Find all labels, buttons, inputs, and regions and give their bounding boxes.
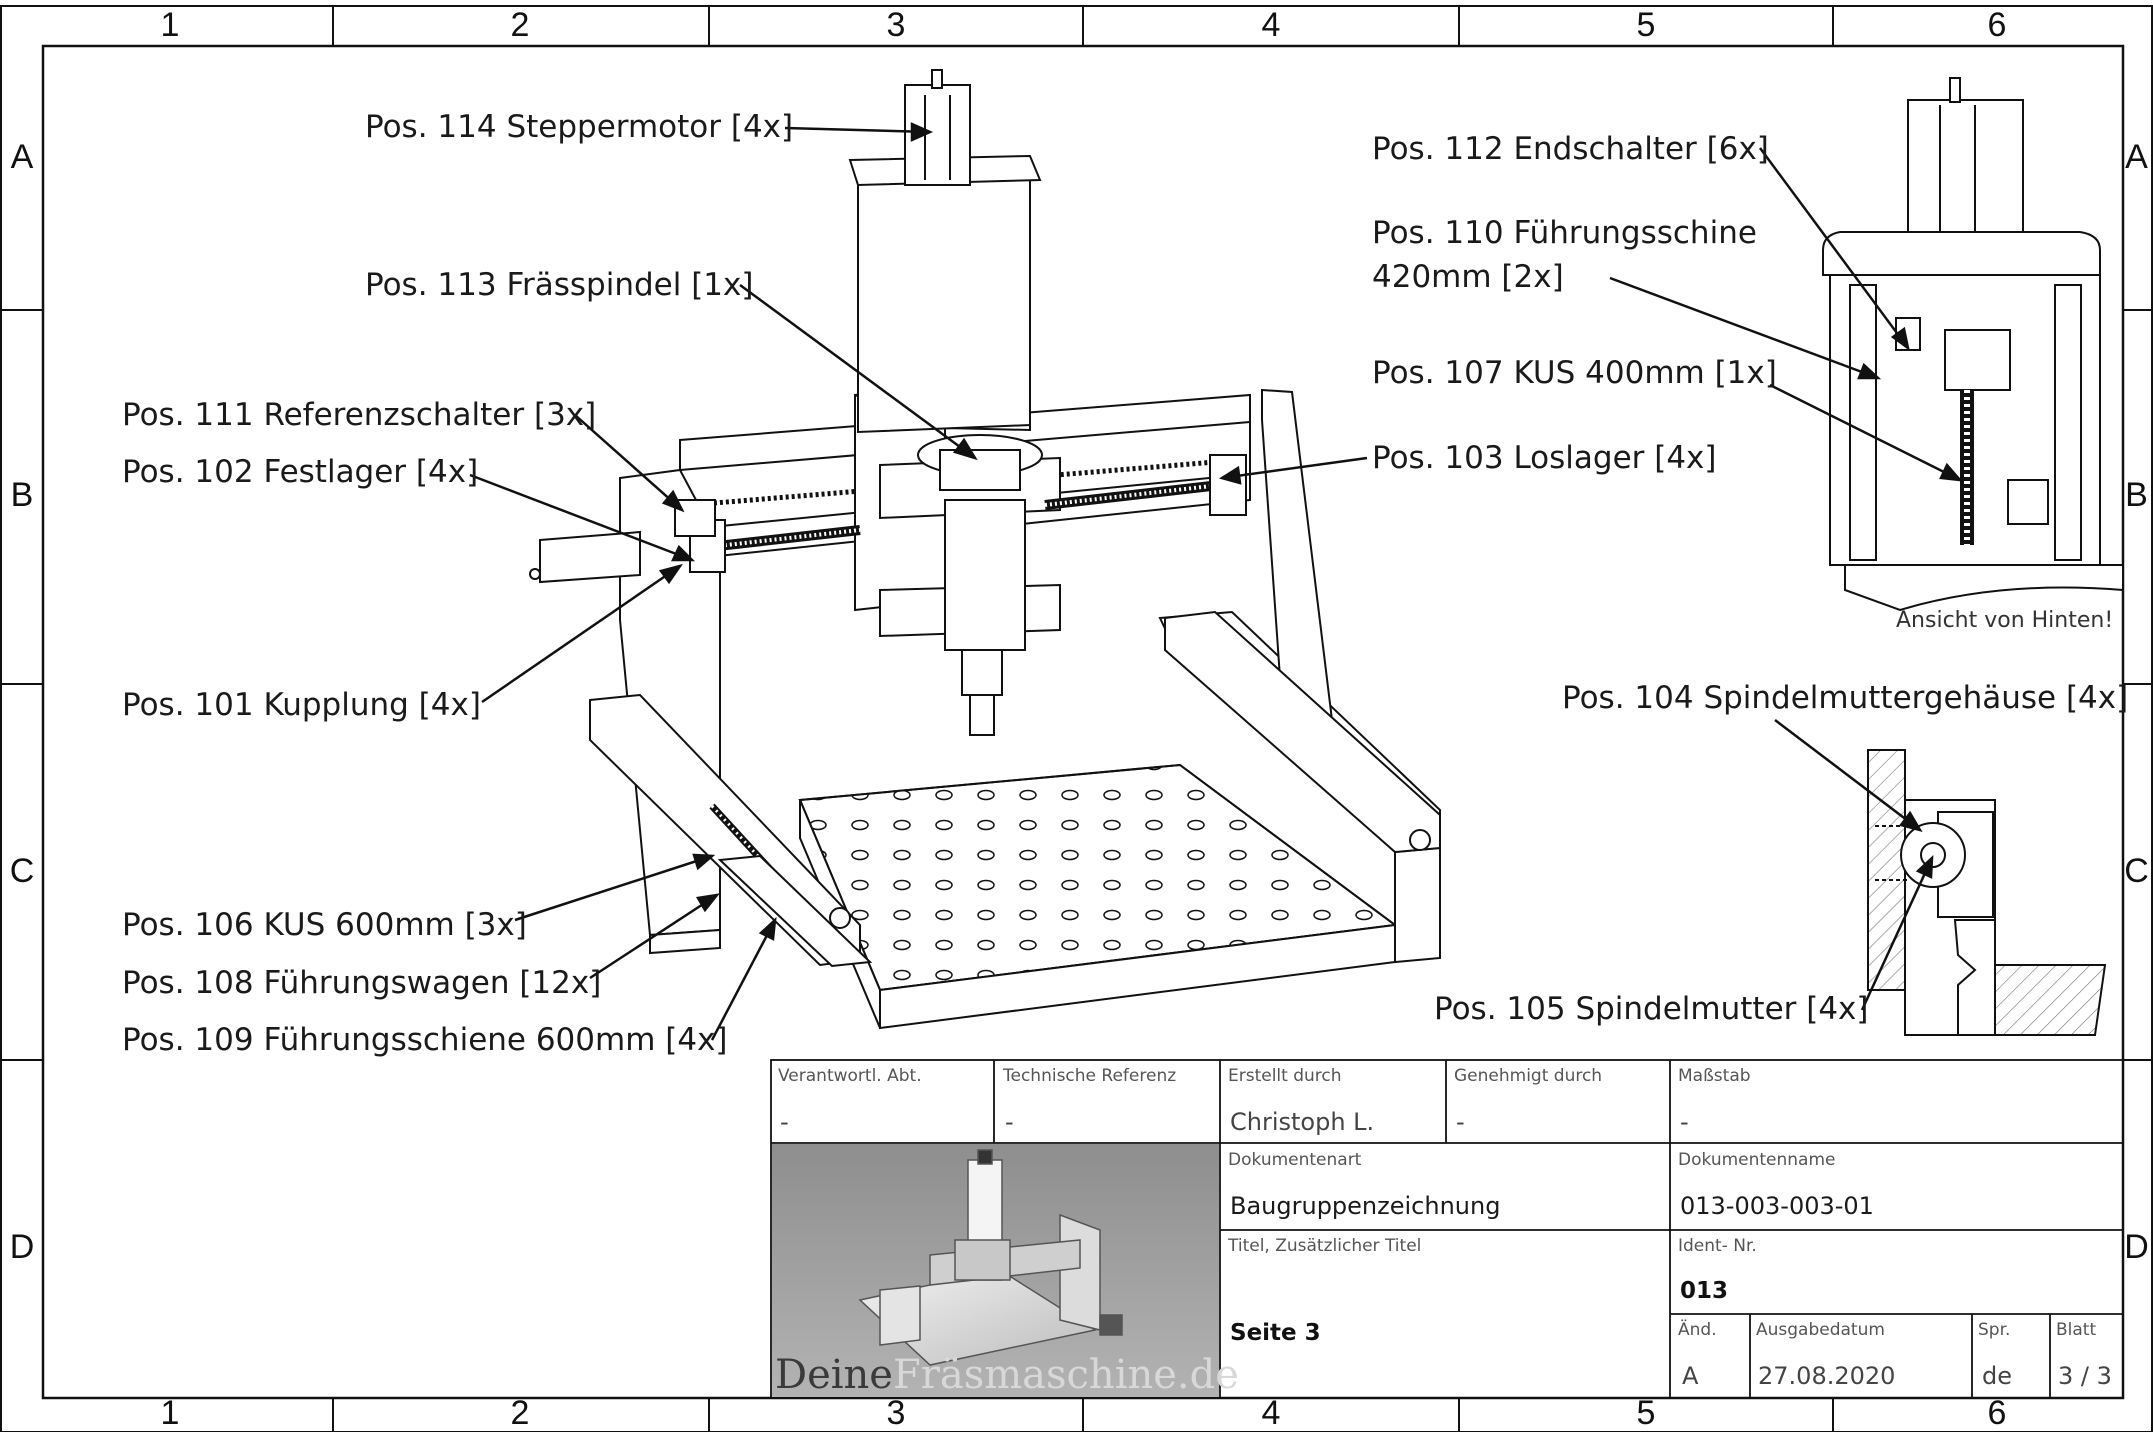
value-language: de xyxy=(1982,1362,2012,1390)
zone-column-4-top: 4 xyxy=(1261,6,1281,44)
label-document-type: Dokumentenart xyxy=(1228,1150,1362,1170)
value-revision: A xyxy=(1682,1362,1699,1390)
zone-column-6-top: 6 xyxy=(1987,6,2007,44)
zone-column-5-bottom: 5 xyxy=(1636,1394,1656,1432)
zone-column-3-top: 3 xyxy=(886,6,906,44)
callout-pos-104-spindelmuttergehaeuse: Pos. 104 Spindelmuttergehäuse [4x] xyxy=(1562,680,2129,716)
zone-column-1-bottom: 1 xyxy=(160,1394,180,1432)
watermark-part-2: Fräsmaschine.de xyxy=(892,1352,1239,1398)
zone-row-a-right: A xyxy=(2125,138,2148,176)
brand-watermark: DeineFräsmaschine.de xyxy=(775,1352,1239,1398)
callout-pos-102-festlager: Pos. 102 Festlager [4x] xyxy=(122,454,479,490)
rear-view-note: Ansicht von Hinten! xyxy=(1896,608,2114,633)
value-sheet: 3 / 3 xyxy=(2058,1362,2112,1390)
callout-leaders-rear xyxy=(1609,147,1964,482)
value-approved-by: - xyxy=(1456,1108,1465,1136)
value-ident-no: 013 xyxy=(1680,1278,1729,1304)
callout-pos-113-fraesspindel: Pos. 113 Frässpindel [1x] xyxy=(365,267,754,303)
callout-pos-109-fuehrungsschiene-600: Pos. 109 Führungsschiene 600mm [4x] xyxy=(122,1022,728,1058)
zone-row-a-left: A xyxy=(10,138,34,176)
value-responsible-dept: - xyxy=(780,1108,789,1136)
zone-row-c-left: C xyxy=(9,852,35,890)
zone-column-6-bottom: 6 xyxy=(1987,1394,2007,1432)
callout-pos-111-referenzschalter: Pos. 111 Referenzschalter [3x] xyxy=(122,397,597,433)
zone-column-3-bottom: 3 xyxy=(886,1394,906,1432)
watermark-part-1: Deine xyxy=(775,1352,893,1398)
callout-pos-114-steppermotor: Pos. 114 Steppermotor [4x] xyxy=(365,109,794,145)
render-thumbnail xyxy=(772,1144,1219,1397)
label-title: Titel, Zusätzlicher Titel xyxy=(1228,1236,1422,1256)
zone-column-4-bottom: 4 xyxy=(1261,1394,1281,1432)
label-created-by: Erstellt durch xyxy=(1228,1066,1342,1086)
zone-column-2-top: 2 xyxy=(510,6,530,44)
label-responsible-dept: Verantwortl. Abt. xyxy=(778,1066,922,1086)
zone-row-b-right: B xyxy=(2125,476,2148,514)
callout-leaders-section xyxy=(1774,719,1934,1011)
label-scale: Maßstab xyxy=(1678,1066,1751,1086)
callout-pos-106-kus-600: Pos. 106 KUS 600mm [3x] xyxy=(122,907,527,943)
label-language: Spr. xyxy=(1978,1320,2011,1340)
zone-row-d-left: D xyxy=(9,1228,35,1266)
callout-pos-112-endschalter: Pos. 112 Endschalter [6x] xyxy=(1372,131,1769,167)
value-document-name: 013-003-003-01 xyxy=(1680,1192,1874,1220)
title-block-grid xyxy=(770,1059,2124,1399)
callout-pos-101-kupplung: Pos. 101 Kupplung [4x] xyxy=(122,687,481,723)
zone-column-2-bottom: 2 xyxy=(510,1394,530,1432)
value-issue-date: 27.08.2020 xyxy=(1758,1362,1896,1390)
callout-pos-110-fuehrungsschine: Pos. 110 Führungsschine xyxy=(1372,215,1757,251)
label-sheet: Blatt xyxy=(2056,1320,2097,1340)
machine-assembly-drawing xyxy=(529,69,1441,1030)
label-ident-no: Ident- Nr. xyxy=(1678,1236,1757,1256)
value-created-by: Christoph L. xyxy=(1230,1108,1375,1136)
label-document-name: Dokumentenname xyxy=(1678,1150,1836,1170)
callout-pos-108-fuehrungswagen: Pos. 108 Führungswagen [12x] xyxy=(122,965,602,1001)
zone-row-c-right: C xyxy=(2124,852,2149,890)
rear-view-drawing xyxy=(1822,77,2124,612)
label-issue-date: Ausgabedatum xyxy=(1756,1320,1885,1340)
zone-row-b-left: B xyxy=(10,476,34,514)
callout-pos-107-kus-400: Pos. 107 KUS 400mm [1x] xyxy=(1372,355,1777,391)
callout-leaders-main xyxy=(469,122,1368,1041)
callout-pos-103-loslager: Pos. 103 Loslager [4x] xyxy=(1372,440,1717,476)
callout-pos-110-length: 420mm [2x] xyxy=(1372,259,1564,295)
value-title: Seite 3 xyxy=(1230,1320,1321,1346)
value-technical-reference: - xyxy=(1005,1108,1014,1136)
label-technical-reference: Technische Referenz xyxy=(1003,1066,1177,1086)
value-scale: - xyxy=(1680,1108,1689,1136)
label-approved-by: Genehmigt durch xyxy=(1454,1066,1603,1086)
callout-pos-105-spindelmutter: Pos. 105 Spindelmutter [4x] xyxy=(1434,991,1869,1027)
value-document-type: Baugruppenzeichnung xyxy=(1230,1192,1501,1220)
zone-column-5-top: 5 xyxy=(1636,6,1656,44)
zone-row-d-right: D xyxy=(2124,1228,2149,1266)
section-detail-drawing xyxy=(1867,749,2107,1036)
label-revision: Änd. xyxy=(1678,1320,1717,1340)
zone-column-1-top: 1 xyxy=(160,6,180,44)
